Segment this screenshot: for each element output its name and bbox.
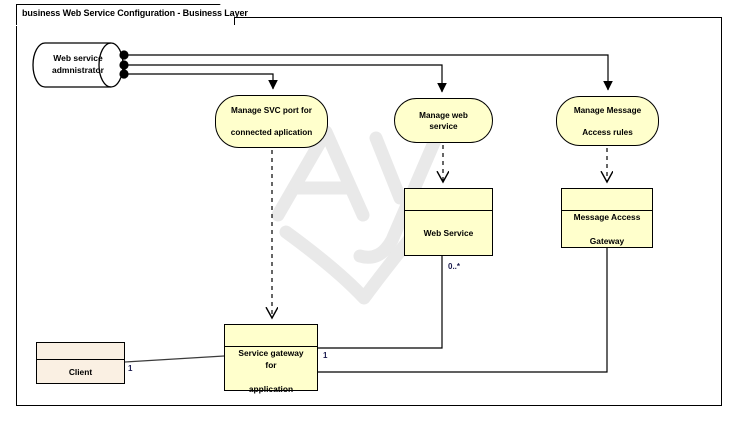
usecase-line2: connected aplication bbox=[230, 128, 313, 137]
class-message-access-gateway[interactable]: Message Access Gateway bbox=[561, 188, 653, 248]
actor-label: Web service admnistrator bbox=[32, 52, 124, 76]
usecase-line1: Manage web service bbox=[419, 110, 468, 131]
class-name-compartment: Client bbox=[37, 360, 124, 383]
actor-port-2 bbox=[119, 60, 129, 70]
usecase-line1: Manage SVC port for bbox=[231, 106, 312, 115]
class-name: Web Service bbox=[423, 228, 474, 238]
usecase-label: Manage SVC port for connected aplication bbox=[217, 105, 326, 138]
class-name-line2: Gateway bbox=[589, 236, 625, 246]
class-name-line1: Message Access bbox=[573, 212, 641, 222]
class-name-compartment: Web Service bbox=[405, 211, 492, 255]
usecase-line2: Access rules bbox=[582, 127, 633, 137]
class-header-compartment bbox=[225, 325, 317, 347]
actor-label-line2: admnistrator bbox=[52, 65, 104, 75]
class-name-compartment: Service gateway for application bbox=[225, 347, 317, 395]
usecase-label: Manage web service bbox=[395, 110, 492, 132]
class-header-compartment bbox=[562, 189, 652, 211]
actor-label-line1: Web service bbox=[53, 53, 103, 63]
frame-title: business Web Service Configuration - Bus… bbox=[22, 8, 248, 18]
usecase-label: Manage Message Access rules bbox=[560, 105, 655, 138]
class-name: Message Access Gateway bbox=[564, 211, 651, 247]
frame-border bbox=[16, 17, 722, 406]
actor-shape bbox=[32, 42, 129, 88]
class-name: Service gateway for application bbox=[225, 347, 317, 395]
actor-port-3 bbox=[119, 69, 129, 79]
multiplicity-service-gateway: 1 bbox=[323, 351, 328, 360]
class-name-line1: Service gateway for bbox=[238, 348, 304, 370]
class-web-service[interactable]: Web Service bbox=[404, 188, 493, 256]
class-name-compartment: Message Access Gateway bbox=[562, 211, 652, 247]
class-name: Client bbox=[68, 366, 93, 377]
multiplicity-client: 1 bbox=[128, 364, 133, 373]
class-name-line2: application bbox=[248, 384, 294, 394]
usecase-manage-web-service[interactable]: Manage web service bbox=[394, 98, 493, 143]
class-header-compartment bbox=[405, 189, 492, 211]
usecase-manage-message-access-rules[interactable]: Manage Message Access rules bbox=[556, 96, 659, 146]
actor-port-1 bbox=[119, 50, 129, 60]
usecase-line1: Manage Message bbox=[573, 105, 642, 115]
class-client[interactable]: Client bbox=[36, 342, 125, 384]
class-header-compartment bbox=[37, 343, 124, 360]
multiplicity-web-service: 0..* bbox=[448, 262, 461, 271]
actor-web-service-administrator[interactable]: Web service admnistrator bbox=[32, 42, 135, 88]
class-service-gateway[interactable]: Service gateway for application bbox=[224, 324, 318, 394]
usecase-manage-svc-port[interactable]: Manage SVC port for connected aplication bbox=[215, 95, 328, 148]
